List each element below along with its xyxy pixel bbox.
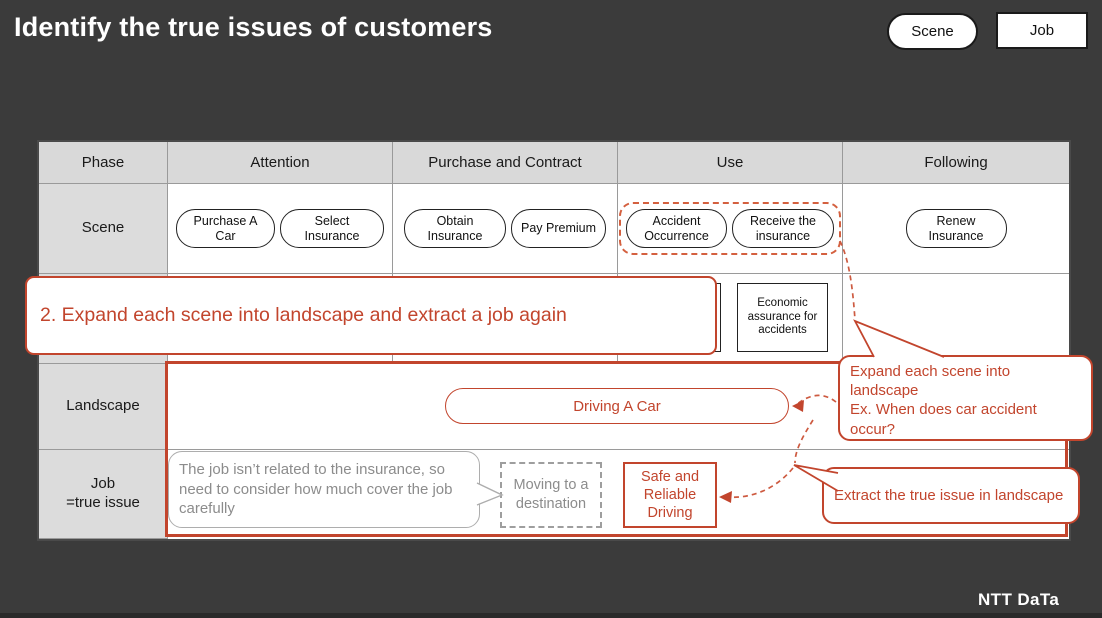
row-label-scene: Scene xyxy=(39,184,168,274)
header-attention: Attention xyxy=(168,142,393,184)
row-label-job-line1: Job xyxy=(90,475,116,493)
header-use: Use xyxy=(618,142,843,184)
scene-pill-purchase-a-car[interactable]: Purchase A Car xyxy=(176,209,275,248)
scene-pill-pay-premium[interactable]: Pay Premium xyxy=(511,209,606,248)
scene-cell-attention: Purchase A Car Select Insurance xyxy=(168,184,393,274)
scene-cell-following: Renew Insurance xyxy=(843,184,1069,274)
moving-to-destination-box[interactable]: Moving to a destination xyxy=(500,462,602,528)
step2-banner: 2. Expand each scene into landscape and … xyxy=(25,276,717,355)
driving-a-car-pill[interactable]: Driving A Car xyxy=(445,388,789,424)
row-label-landscape: Landscape xyxy=(39,364,168,450)
expand-scene-callout: Expand each scene into landscape Ex. Whe… xyxy=(838,355,1093,441)
safe-reliable-driving-box[interactable]: Safe and Reliable Driving xyxy=(623,462,717,528)
scene-row: Scene Purchase A Car Select Insurance Ob… xyxy=(39,184,1069,274)
bottom-bar xyxy=(0,613,1102,618)
header-phase: Phase xyxy=(39,142,168,184)
legend-job-button[interactable]: Job xyxy=(996,12,1088,49)
economic-assurance-box: Economic assurance for accidents xyxy=(737,283,828,352)
header-purchase-contract: Purchase and Contract xyxy=(393,142,618,184)
expand-scene-callout-line1: Expand each scene into landscape xyxy=(850,363,1011,400)
scene-pill-renew-insurance[interactable]: Renew Insurance xyxy=(905,209,1007,248)
scene-pill-select-insurance[interactable]: Select Insurance xyxy=(280,209,384,248)
job-note-speech-bubble: The job isn’t related to the insurance, … xyxy=(168,451,480,528)
row-label-job-line2: =true issue xyxy=(66,494,140,511)
extract-issue-callout: Extract the true issue in landscape xyxy=(822,467,1080,524)
legend-scene-button[interactable]: Scene xyxy=(887,13,978,50)
table-header-row: Phase Attention Purchase and Contract Us… xyxy=(39,142,1069,184)
ntt-data-logo: NTT DaTa xyxy=(978,590,1060,609)
scene-pill-accident-occurrence[interactable]: Accident Occurrence xyxy=(626,209,727,248)
scene-pill-obtain-insurance[interactable]: Obtain Insurance xyxy=(404,209,506,248)
extract-issue-callout-text: Extract the true issue in landscape xyxy=(834,486,1064,504)
accident-scene-dashed-group: Accident Occurrence Receive the insuranc… xyxy=(619,202,841,255)
scene-cell-purchase-contract: Obtain Insurance Pay Premium xyxy=(393,184,618,274)
expand-scene-callout-line2: Ex. When does car accident occur? xyxy=(850,401,1037,438)
header-following: Following xyxy=(843,142,1069,184)
scene-pill-receive-insurance[interactable]: Receive the insurance xyxy=(732,209,834,248)
scene-cell-use: Accident Occurrence Receive the insuranc… xyxy=(618,184,843,274)
page-title: Identify the true issues of customers xyxy=(14,12,493,42)
row-label-job: Job =true issue xyxy=(39,450,168,539)
